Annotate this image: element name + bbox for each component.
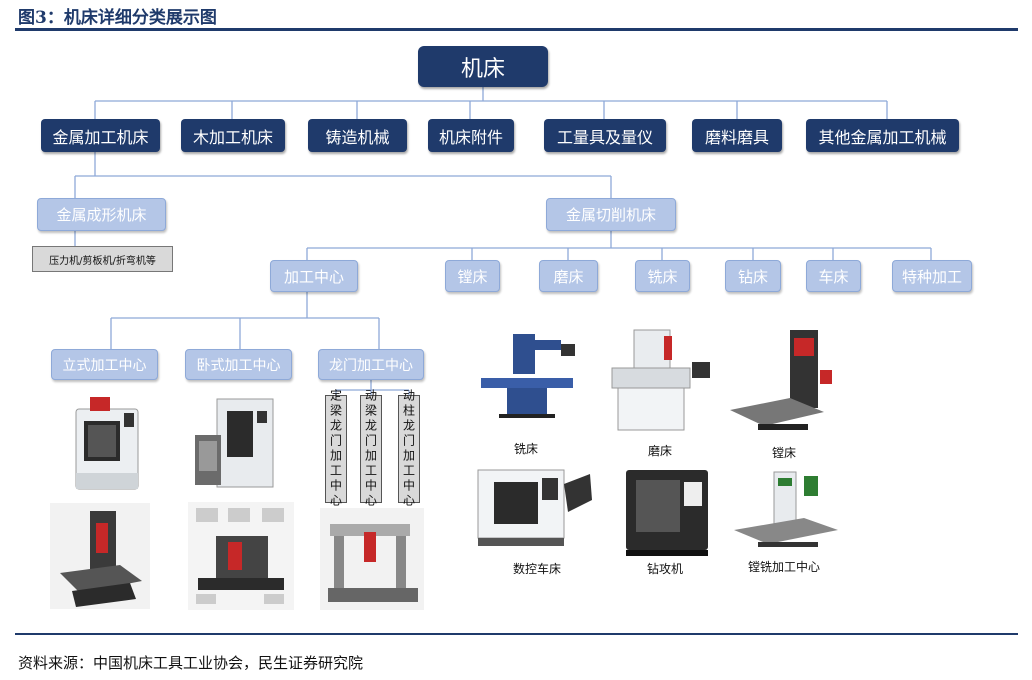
caption-grinding: 磨床 [647,444,672,458]
caption-boring-milling-center: 镗铣加工中心 [747,560,820,574]
caption-drill-tap: 钻攻机 [646,562,683,576]
boring-milling-center-image [734,471,838,547]
node-drilling: 钻床 [725,260,781,292]
bottom-rule [15,633,1018,635]
source-note: 资料来源：中国机床工具工业协会，民生证券研究院 [18,654,364,672]
node-tools-gauges: 工量具及量仪 [544,119,666,152]
horizontal-center-machine-image [195,398,274,488]
node-moving-column-gantry: 动柱龙门加工中心 [398,389,420,509]
node-accessories: 机床附件 [428,119,514,152]
boring-machine-image [730,330,832,430]
node-casting: 铸造机械 [308,119,407,152]
node-abrasives: 磨料磨具 [692,119,782,152]
node-metal-cutting: 金属切削机床 [546,198,676,231]
caption-boring: 镗床 [771,446,796,460]
vertical-center-structure-image [50,503,150,609]
node-boring: 镗床 [445,260,500,292]
node-other-metal: 其他金属加工机械 [806,119,959,152]
node-metal-forming: 金属成形机床 [37,198,166,231]
node-moving-beam-gantry: 动梁龙门加工中心 [360,389,382,509]
grinding-machine-image [611,329,710,431]
drill-tap-machine-image [626,470,708,556]
milling-machine-image [481,334,575,418]
node-machine-tool: 机床 [418,46,548,87]
horizontal-center-structure-image [188,502,294,610]
node-gantry-center: 龙门加工中心 [318,349,424,380]
node-vertical-center: 立式加工中心 [51,349,158,380]
cnc-lathe-image [477,469,592,546]
node-horizontal-center: 卧式加工中心 [185,349,292,380]
node-fixed-beam-gantry: 定梁龙门加工中心 [325,389,347,509]
node-metal-machining: 金属加工机床 [41,119,160,152]
node-lathe: 车床 [806,260,861,292]
vertical-center-machine-image [75,397,139,490]
node-woodworking: 木加工机床 [181,119,285,152]
gantry-center-image [320,508,424,610]
note-forming-examples: 压力机/剪板机/折弯机等 [32,246,173,272]
node-milling: 铣床 [635,260,690,292]
node-machining-center: 加工中心 [270,260,358,292]
caption-cnc-lathe: 数控车床 [512,562,561,576]
figure-title: 图3：机床详细分类展示图 [18,8,217,28]
node-grinding: 磨床 [539,260,598,292]
top-rule [15,28,1018,31]
node-special: 特种加工 [892,260,972,292]
caption-milling: 铣床 [513,442,538,456]
